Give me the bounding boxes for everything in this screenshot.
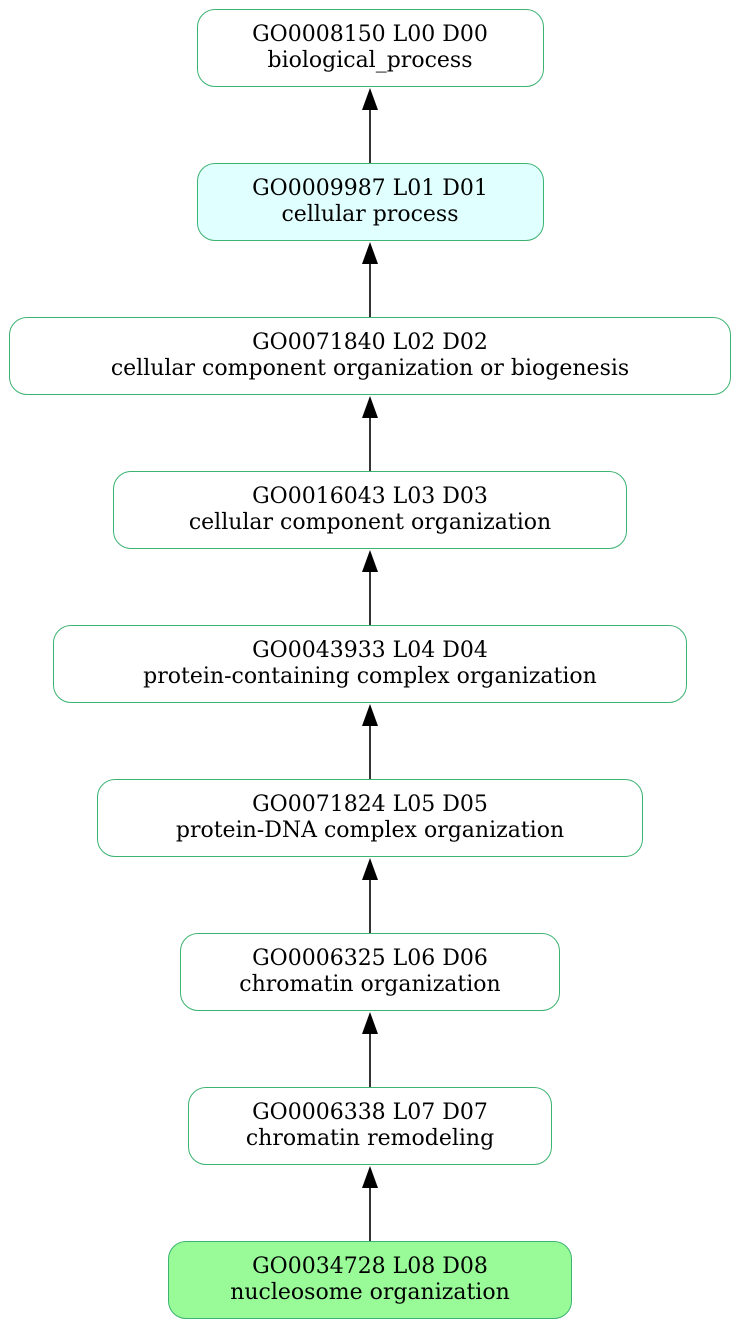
edge-arrow bbox=[362, 1012, 378, 1087]
go-node-id-label: GO0034728 L08 D08 bbox=[252, 1254, 488, 1279]
arrowhead-icon bbox=[362, 88, 378, 110]
arrowhead-icon bbox=[362, 858, 378, 880]
go-node-chromatin-remodeling: GO0006338 L07 D07 chromatin remodeling bbox=[188, 1087, 552, 1165]
edge-arrow bbox=[362, 550, 378, 625]
go-node-name-label: protein-DNA complex organization bbox=[175, 818, 565, 843]
edge-arrow bbox=[362, 242, 378, 317]
edge-arrow bbox=[362, 88, 378, 163]
go-node-name-label: chromatin remodeling bbox=[245, 1126, 495, 1151]
go-node-name-label: chromatin organization bbox=[239, 972, 501, 997]
go-node-id-label: GO0006338 L07 D07 bbox=[252, 1100, 488, 1125]
go-node-name-label: cellular component organization bbox=[188, 510, 552, 535]
go-node-id-label: GO0043933 L04 D04 bbox=[252, 638, 488, 663]
go-node-id-label: GO0009987 L01 D01 bbox=[252, 176, 488, 201]
arrowhead-icon bbox=[362, 704, 378, 726]
arrowhead-icon bbox=[362, 242, 378, 264]
go-node-cellular-component-organization-or-biogenesis: GO0071840 L02 D02 cellular component org… bbox=[9, 317, 731, 395]
go-node-biological-process: GO0008150 L00 D00 biological_process bbox=[196, 9, 544, 87]
go-node-id-label: GO0071824 L05 D05 bbox=[252, 792, 488, 817]
arrowhead-icon bbox=[362, 550, 378, 572]
go-node-id-label: GO0016043 L03 D03 bbox=[252, 484, 488, 509]
edge-arrow bbox=[362, 396, 378, 471]
arrowhead-icon bbox=[362, 396, 378, 418]
go-node-id-label: GO0071840 L02 D02 bbox=[252, 330, 488, 355]
go-node-id-label: GO0006325 L06 D06 bbox=[252, 946, 488, 971]
arrowhead-icon bbox=[362, 1012, 378, 1034]
go-node-id-label: GO0008150 L00 D00 bbox=[252, 22, 488, 47]
edge-arrow bbox=[362, 704, 378, 779]
arrowhead-icon bbox=[362, 1166, 378, 1188]
go-node-cellular-component-organization: GO0016043 L03 D03 cellular component org… bbox=[113, 471, 627, 549]
go-node-name-label: nucleosome organization bbox=[230, 1280, 510, 1305]
go-node-cellular-process: GO0009987 L01 D01 cellular process bbox=[196, 163, 544, 241]
go-node-protein-containing-complex-organization: GO0043933 L04 D04 protein-containing com… bbox=[53, 625, 687, 703]
go-node-nucleosome-organization: GO0034728 L08 D08 nucleosome organizatio… bbox=[168, 1241, 572, 1319]
go-node-protein-dna-complex-organization: GO0071824 L05 D05 protein-DNA complex or… bbox=[97, 779, 643, 857]
go-node-name-label: cellular process bbox=[281, 202, 459, 227]
edge-arrow bbox=[362, 858, 378, 933]
go-node-chromatin-organization: GO0006325 L06 D06 chromatin organization bbox=[180, 933, 560, 1011]
go-node-name-label: protein-containing complex organization bbox=[143, 664, 597, 689]
go-node-name-label: cellular component organization or bioge… bbox=[110, 356, 630, 381]
go-node-name-label: biological_process bbox=[267, 48, 473, 73]
edge-arrow bbox=[362, 1166, 378, 1241]
